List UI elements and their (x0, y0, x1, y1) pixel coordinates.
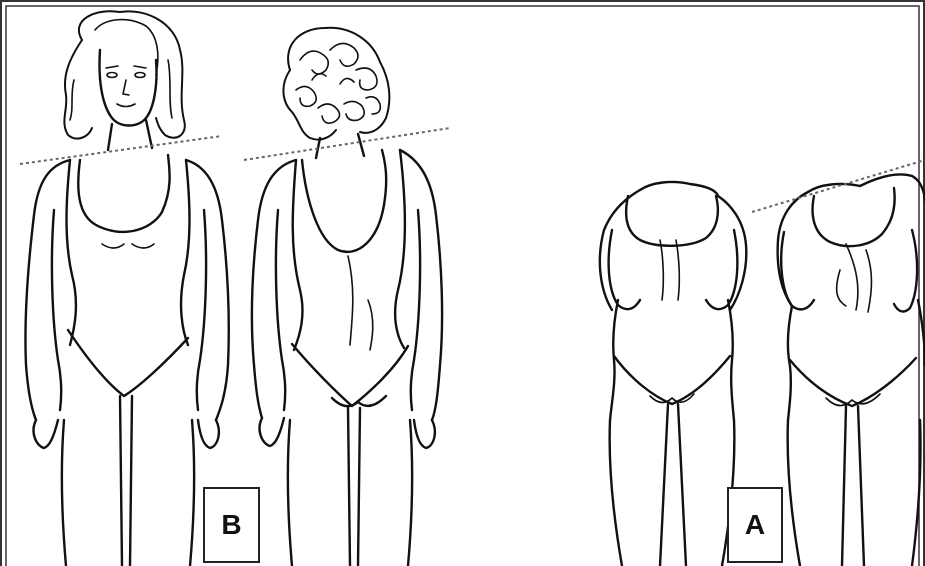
shoulder-line-front (20, 136, 222, 164)
figure-forward-bend-asymmetric (778, 174, 925, 566)
figure-back-woman (252, 28, 442, 566)
shoulder-line-back (244, 128, 450, 160)
shoulder-line-bend (752, 160, 925, 212)
figure-front-woman (25, 11, 228, 566)
panel-label-b: B (203, 487, 260, 563)
figure-forward-bend (600, 182, 746, 566)
panel-label-a: A (727, 487, 783, 563)
shoulder-level-lines (20, 128, 925, 212)
